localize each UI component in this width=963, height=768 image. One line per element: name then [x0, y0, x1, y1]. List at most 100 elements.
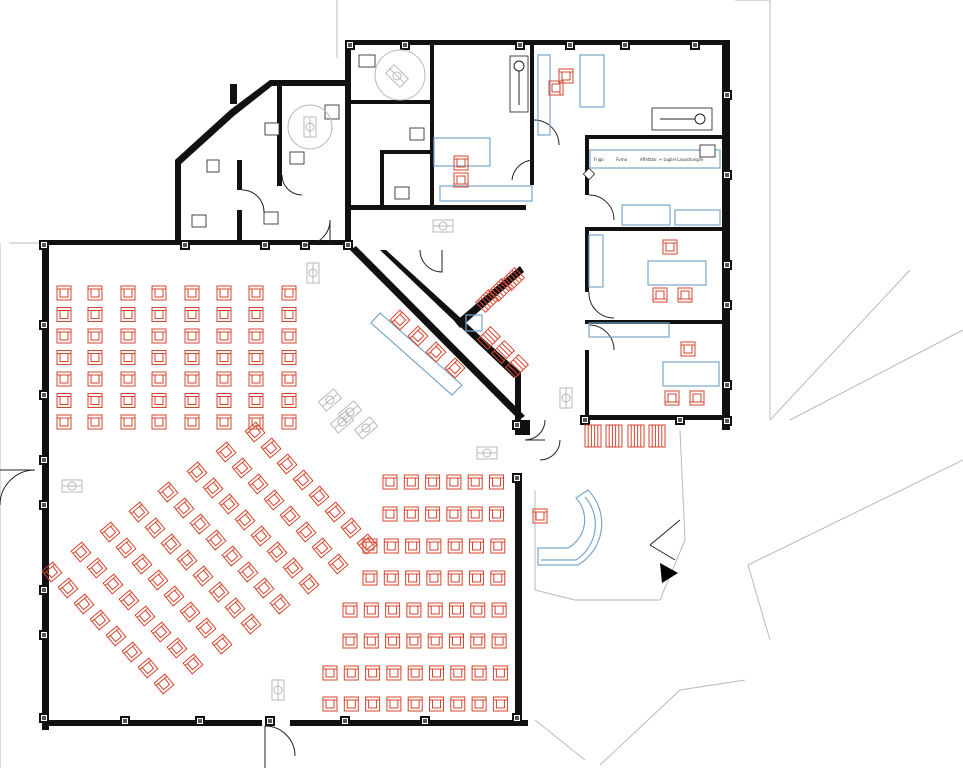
wheelchair-icon: [337, 400, 363, 424]
chair: [87, 414, 103, 430]
chair: [247, 473, 269, 495]
small-table: [465, 314, 483, 332]
chair: [427, 602, 443, 618]
furniture: [370, 54, 721, 566]
window-pier: [39, 390, 49, 400]
chair: [151, 285, 167, 301]
chair: [469, 570, 484, 586]
window-pier: [39, 630, 49, 640]
window-pier: [265, 716, 275, 726]
window-pier: [565, 40, 575, 50]
chair: [489, 474, 504, 490]
chair: [446, 506, 462, 522]
chair: [450, 696, 466, 712]
window-pier: [39, 240, 49, 250]
office-counter: [439, 185, 533, 202]
doors: [0, 119, 681, 768]
seat-block-diagonal-wall: [455, 266, 524, 328]
chair: [490, 570, 506, 586]
window-pier: [675, 415, 685, 425]
chair: [57, 577, 79, 599]
kitchen-counter: [589, 149, 721, 169]
chair: [311, 537, 333, 559]
chair: [281, 328, 297, 344]
kitchen-label-fridge: Frigo: [594, 157, 604, 162]
chair: [87, 350, 103, 365]
chair: [492, 665, 508, 681]
chair: [266, 541, 288, 563]
chair: [385, 602, 401, 618]
chair: [327, 553, 349, 575]
chair: [151, 393, 167, 408]
chair: [680, 341, 696, 357]
shelf: [537, 54, 551, 136]
chair: [151, 350, 167, 365]
kitchen-island: [621, 204, 671, 226]
chair: [260, 437, 282, 459]
chair: [216, 285, 232, 301]
seat-mat: [584, 424, 602, 448]
wheelchair-icon: [317, 388, 343, 412]
chair: [450, 665, 466, 681]
chair: [184, 328, 200, 344]
chair: [248, 328, 264, 344]
kitchen-label-slicer: Affettatr. + taglier: [640, 157, 677, 162]
annex-stub-b: [237, 210, 242, 243]
window-pier: [722, 300, 732, 310]
chair: [153, 673, 175, 695]
chair: [151, 414, 167, 430]
chair: [383, 570, 399, 586]
chair: [425, 474, 441, 490]
chair: [224, 597, 246, 619]
east-wall: [722, 40, 730, 430]
wc-partition-c: [380, 150, 384, 205]
chair: [263, 489, 285, 511]
chair: [248, 285, 264, 301]
chair: [221, 545, 243, 567]
hall-diagonal-wall: [350, 246, 525, 420]
chair: [342, 633, 358, 649]
chair: [281, 371, 297, 387]
chair: [244, 421, 266, 443]
door-swing-icon: [241, 189, 265, 213]
chair: [56, 350, 72, 365]
chair: [102, 573, 124, 595]
chair: [281, 285, 297, 301]
chair: [429, 665, 444, 681]
chair: [105, 625, 127, 647]
seat-mat: [476, 325, 502, 351]
chair: [405, 538, 421, 554]
wheelchair-icon: [353, 416, 379, 440]
chair: [56, 328, 72, 344]
chair: [189, 513, 211, 535]
window-pier: [340, 716, 350, 726]
chair: [56, 307, 72, 322]
window-pier: [260, 240, 270, 250]
desk-block: [579, 54, 605, 108]
chair: [216, 307, 232, 322]
sink-icon: [206, 159, 220, 173]
window-pier: [722, 416, 732, 426]
door-swing-icon: [588, 291, 615, 319]
wheelchair-icon: [559, 387, 573, 409]
chair: [447, 538, 463, 554]
kitchen-unit: [674, 209, 721, 226]
chair: [120, 350, 136, 365]
chair: [356, 533, 378, 555]
chair: [426, 538, 442, 554]
chair: [279, 505, 301, 527]
chair: [689, 390, 705, 406]
chair: [184, 414, 200, 430]
chair: [662, 239, 678, 255]
wheelchair-icon: [61, 479, 83, 493]
chair: [160, 533, 182, 555]
seat-mat: [627, 424, 645, 448]
chair: [403, 474, 419, 490]
door-swing-icon: [539, 439, 561, 461]
chair: [120, 285, 136, 301]
north-block-west-wall: [345, 40, 351, 240]
window-pier: [722, 380, 732, 390]
chair: [292, 469, 314, 491]
window-pier: [722, 170, 732, 180]
